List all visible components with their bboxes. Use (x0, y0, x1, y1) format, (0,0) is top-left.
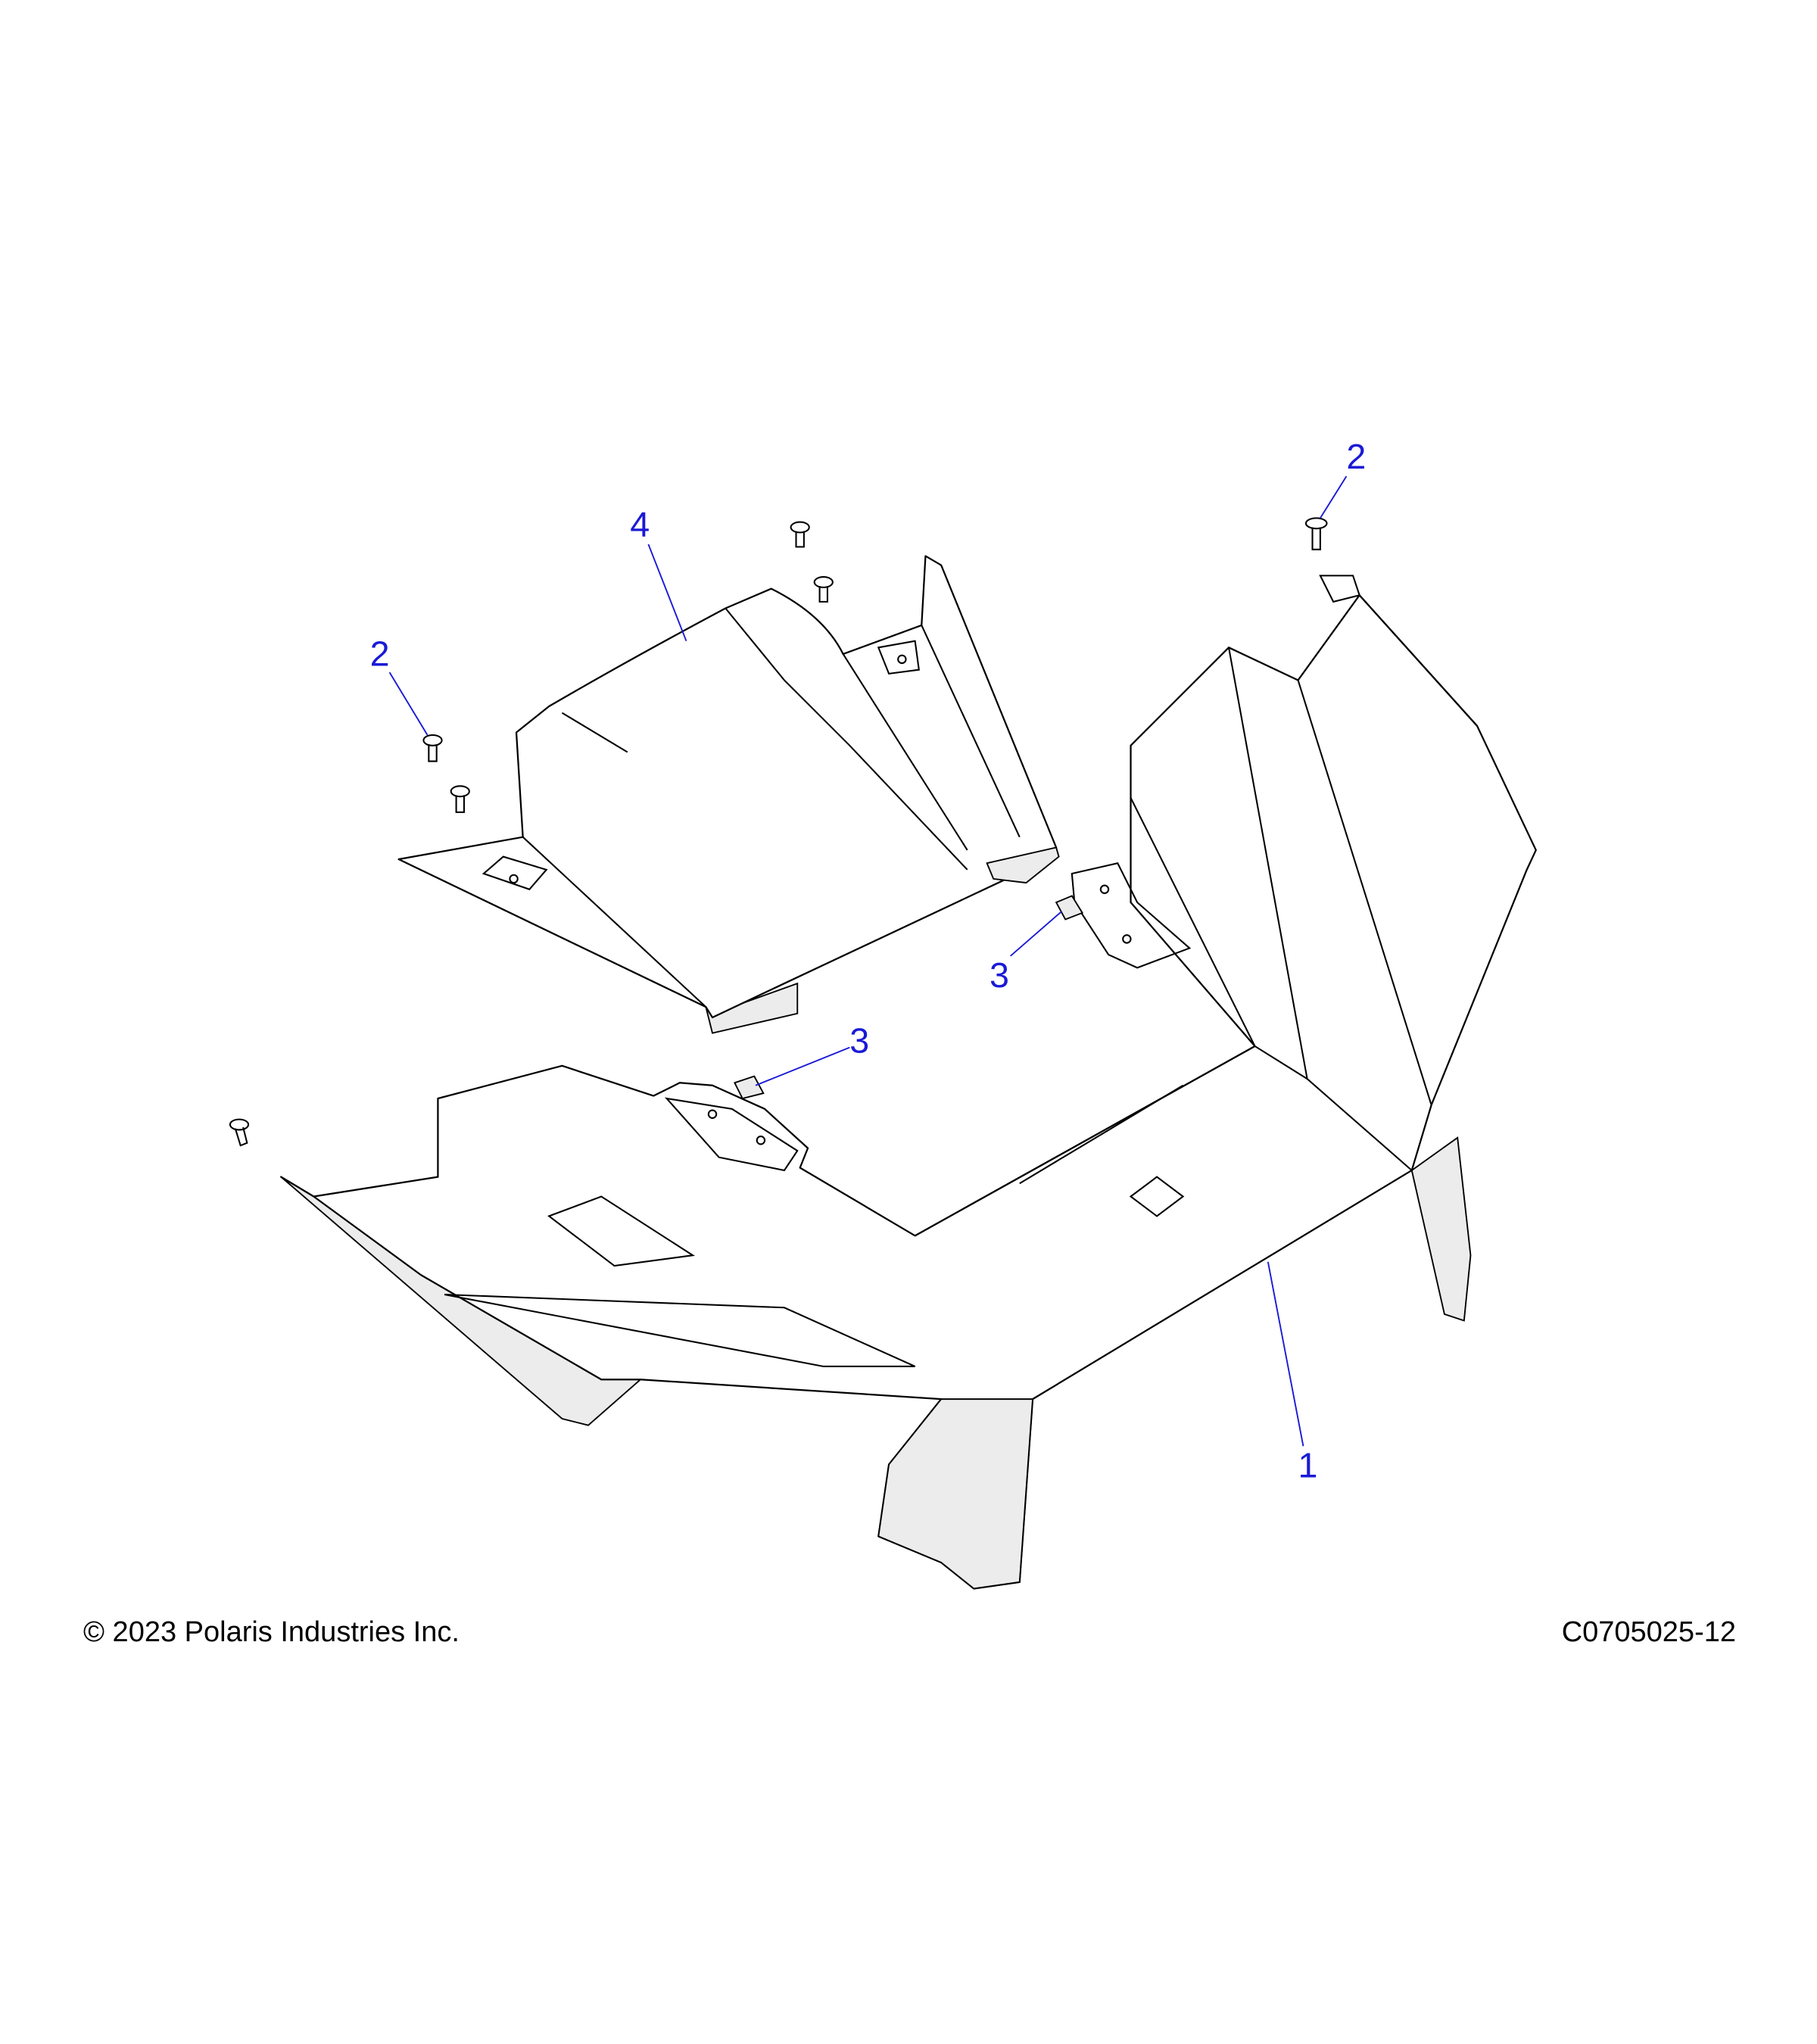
callout-4: 4 (630, 505, 650, 544)
screw-part-2[interactable] (229, 517, 1328, 1147)
callout-1: 1 (1298, 1446, 1318, 1485)
callout-2-left: 2 (370, 634, 390, 673)
inner-panel-part-4[interactable] (397, 555, 1060, 1034)
callout-leaders (388, 475, 1348, 1447)
diagram-code: C0705025-12 (1561, 1616, 1736, 1648)
callout-3-lower: 3 (849, 1021, 869, 1061)
clip-part-3[interactable] (734, 895, 1084, 1100)
callout-3-upper: 3 (990, 955, 1009, 995)
callout-2-right: 2 (1346, 437, 1366, 476)
copyright-text: © 2023 Polaris Industries Inc. (83, 1616, 460, 1648)
front-cowl-part-1[interactable] (280, 575, 1537, 1590)
